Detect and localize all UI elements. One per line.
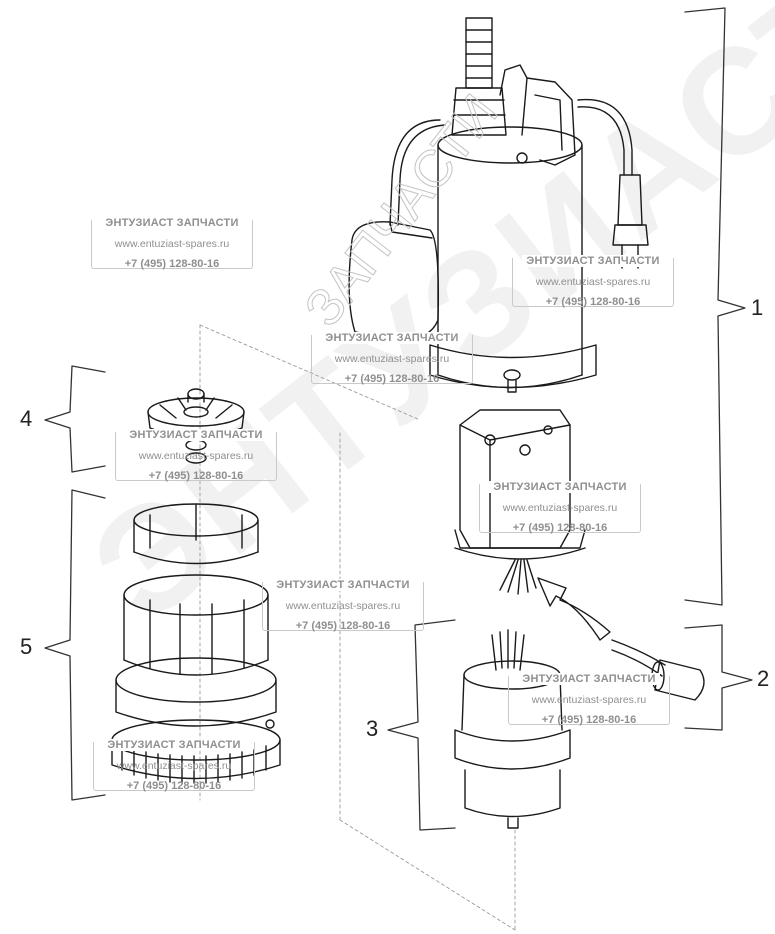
callout-1: 1	[751, 295, 764, 320]
assembly-guide-lines	[199, 324, 516, 931]
callout-3: 3	[366, 716, 379, 741]
watermark-stamp: ЭНТУЗИАСТ ЗАПЧАСТИ www.entuziast-spares.…	[479, 477, 641, 534]
watermark-stamp: ЭНТУЗИАСТ ЗАПЧАСТИ www.entuziast-spares.…	[262, 575, 424, 632]
motor-stator	[454, 409, 611, 641]
rotor-chamber	[454, 629, 571, 829]
pump-base	[111, 503, 281, 784]
callout-5: 5	[20, 634, 33, 659]
callout-2: 2	[757, 666, 770, 691]
watermark-stamp: ЭНТУЗИАСТ ЗАПЧАСТИ www.entuziast-spares.…	[91, 213, 253, 270]
watermark-stamp: ЭНТУЗИАСТ ЗАПЧАСТИ www.entuziast-spares.…	[93, 735, 255, 792]
callout-4: 4	[20, 406, 33, 431]
watermark-stamp: ЭНТУЗИАСТ ЗАПЧАСТИ www.entuziast-spares.…	[115, 425, 277, 482]
diagonal-watermark: ЗАПЧАСТИ	[294, 84, 510, 337]
watermark-stamp: ЭНТУЗИАСТ ЗАПЧАСТИ www.entuziast-spares.…	[508, 669, 670, 726]
watermark-stamp: ЭНТУЗИАСТ ЗАПЧАСТИ www.entuziast-spares.…	[311, 328, 473, 385]
watermark-stamp: ЭНТУЗИАСТ ЗАПЧАСТИ www.entuziast-spares.…	[512, 251, 674, 308]
callout-brackets	[44, 7, 753, 831]
